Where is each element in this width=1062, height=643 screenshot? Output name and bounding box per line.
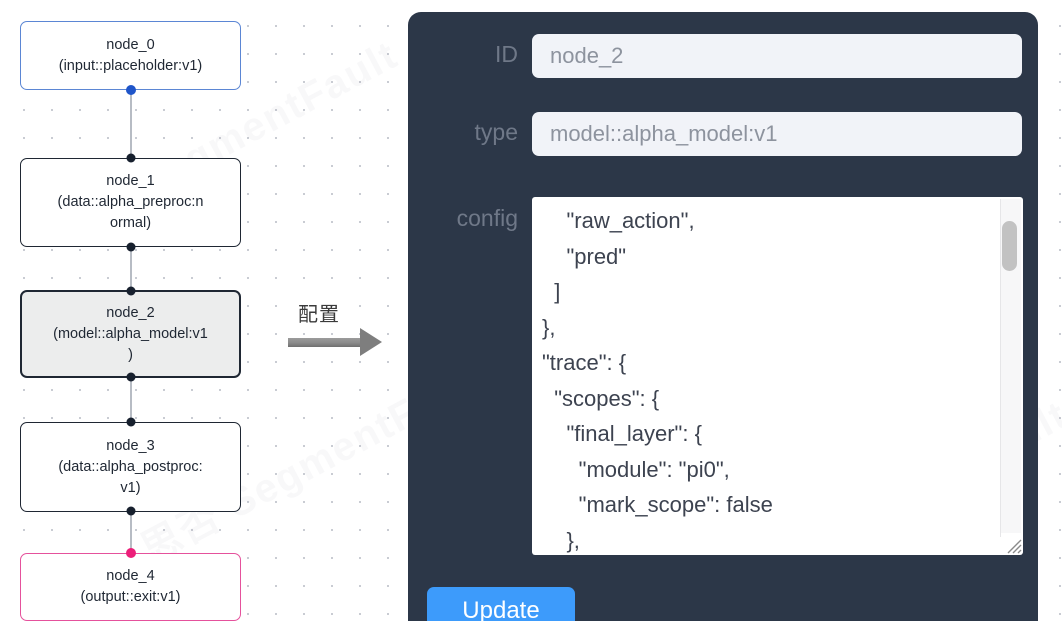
config-editor-wrapper: "raw_action", "pred" ] }, "trace": { "sc… bbox=[532, 197, 1023, 555]
type-input[interactable] bbox=[532, 112, 1022, 156]
id-input[interactable] bbox=[532, 34, 1022, 78]
node-handle-node_3-output[interactable] bbox=[126, 506, 136, 516]
edge-node0-node1 bbox=[130, 90, 132, 158]
vertical-scrollbar[interactable] bbox=[1000, 199, 1021, 537]
edge-node1-node2 bbox=[130, 247, 132, 292]
flow-node-label: node_3 (data::alpha_postproc: v1) bbox=[58, 437, 203, 496]
node-handle-node_1-input[interactable] bbox=[126, 153, 136, 163]
flow-node-label: node_1 (data::alpha_preproc:n ormal) bbox=[57, 173, 204, 231]
id-field-label: ID bbox=[495, 41, 518, 67]
config-textarea[interactable]: "raw_action", "pred" ] }, "trace": { "sc… bbox=[532, 197, 1023, 555]
flow-node-node_0[interactable]: node_0 (input::placeholder:v1) bbox=[20, 21, 241, 90]
flow-node-node_1[interactable]: node_1 (data::alpha_preproc:n ormal) bbox=[20, 158, 241, 247]
edge-node2-node3 bbox=[130, 377, 132, 422]
flow-node-label: node_0 (input::placeholder:v1) bbox=[58, 36, 203, 74]
type-field-row: type bbox=[422, 112, 1022, 156]
right-arrow-icon bbox=[288, 338, 362, 347]
edge-node3-node4 bbox=[130, 511, 132, 553]
right-arrow-head-icon bbox=[360, 328, 382, 356]
type-field-label: type bbox=[474, 119, 518, 145]
id-field-row: ID bbox=[422, 34, 1022, 78]
flow-node-node_3[interactable]: node_3 (data::alpha_postproc: v1) bbox=[20, 422, 241, 512]
node-config-panel: ID type config "raw_action", "pred" ] },… bbox=[408, 12, 1038, 621]
config-field-label: config bbox=[456, 205, 518, 231]
node-handle-node_2-output[interactable] bbox=[126, 372, 136, 382]
update-button[interactable]: Update bbox=[427, 587, 575, 621]
flow-node-label: node_2 (model::alpha_model:v1 ) bbox=[53, 304, 208, 363]
node-handle-node_4-input[interactable] bbox=[126, 548, 136, 558]
flow-node-node_2[interactable]: node_2 (model::alpha_model:v1 ) bbox=[20, 290, 241, 378]
arrow-caption: 配置 bbox=[298, 302, 340, 326]
vertical-scrollbar-thumb[interactable] bbox=[1002, 221, 1017, 271]
canvas-bottom-gutter bbox=[0, 637, 1062, 643]
resize-grip-icon[interactable] bbox=[1001, 533, 1022, 554]
node-handle-node_0-output[interactable] bbox=[126, 85, 136, 95]
canvas-left-gutter bbox=[0, 0, 6, 643]
flow-node-node_4[interactable]: node_4 (output::exit:v1) bbox=[20, 553, 241, 621]
config-field-row: config "raw_action", "pred" ] }, "trace"… bbox=[422, 197, 1023, 555]
config-flow-arrow-group: 配置 bbox=[288, 298, 396, 360]
node-handle-node_3-input[interactable] bbox=[126, 417, 136, 427]
flow-node-label: node_4 (output::exit:v1) bbox=[80, 568, 181, 605]
node-handle-node_1-output[interactable] bbox=[126, 242, 136, 252]
node-handle-node_2-input[interactable] bbox=[126, 286, 136, 296]
